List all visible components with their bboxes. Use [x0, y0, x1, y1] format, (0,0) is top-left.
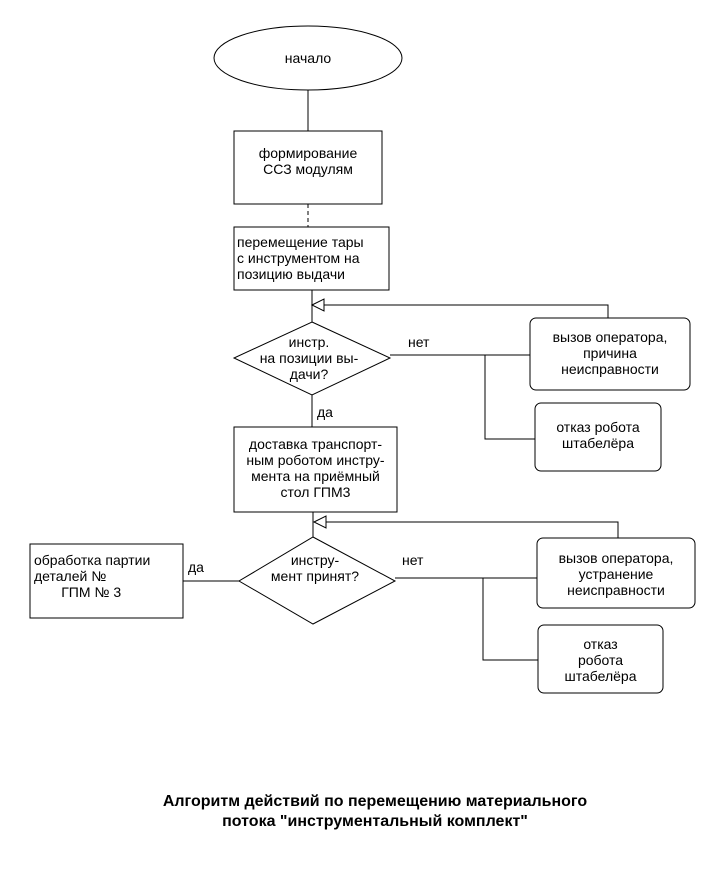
- arrowhead-feedback-1: [310, 298, 325, 312]
- check-accepted-label: инстру- мент принят?: [270, 552, 360, 584]
- edge-label-yes-1: да: [317, 404, 333, 420]
- form-ssz-label: формирование ССЗ модулям: [258, 145, 358, 177]
- call-operator-2-label: вызов оператора, устранение неисправност…: [558, 550, 674, 598]
- robot-fail-2-label: отказ робота штабелёра: [564, 636, 637, 684]
- edge-label-no-2: нет: [402, 552, 424, 568]
- connector-feedback-1: [324, 304, 609, 318]
- connector-feedback-2: [326, 521, 619, 538]
- robot-fail-1-label: отказ робота штабелёра: [556, 419, 640, 451]
- edge-label-yes-2: да: [188, 559, 204, 575]
- arrowhead-feedback-2: [312, 515, 327, 529]
- process-batch-label: обработка партии деталей № ГПМ № 3: [34, 552, 151, 600]
- start-label: начало: [284, 50, 332, 66]
- move-tray-label: перемещение тары с инструментом на позиц…: [237, 234, 364, 282]
- robot-fail-1-box: [534, 402, 662, 472]
- call-operator-2-box: [536, 537, 696, 609]
- robot-fail-2-box: [537, 624, 664, 694]
- deliver-tool-box: [233, 426, 398, 513]
- connector-no-branch-1-down: [484, 355, 535, 440]
- deliver-tool-label: доставка транспорт- ным роботом инстру- …: [246, 436, 385, 500]
- check-accepted-decision: [238, 536, 397, 625]
- diagram-caption: Алгоритм действий по перемещению материа…: [162, 793, 588, 830]
- call-operator-1-label: вызов оператора, причина неисправности: [552, 329, 668, 377]
- check-tool-label: инстр. на позиции вы- дачи?: [259, 334, 359, 382]
- connector-no-branch-2-down: [482, 578, 538, 661]
- edge-label-no-1: нет: [408, 334, 430, 350]
- call-operator-1-box: [529, 317, 691, 391]
